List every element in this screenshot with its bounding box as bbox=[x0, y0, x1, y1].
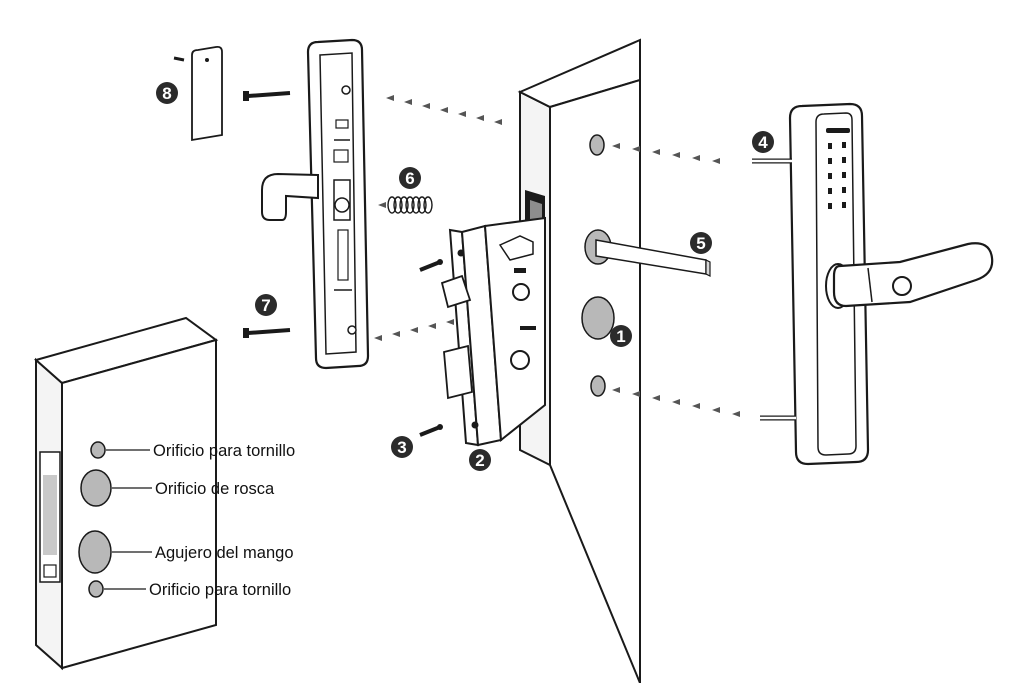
section-threaded-hole bbox=[80, 469, 112, 507]
label-threaded-hole: Orificio de rosca bbox=[155, 480, 275, 498]
outer-lever-handle bbox=[832, 242, 994, 308]
dead-bolt bbox=[443, 344, 473, 400]
door-section-view bbox=[33, 316, 219, 671]
mortise-spindle-hub bbox=[512, 283, 530, 301]
battery-cover bbox=[191, 45, 223, 142]
door-handle-hole bbox=[581, 296, 615, 340]
svg-text:6: 6 bbox=[405, 169, 414, 188]
door-screw-hole-top bbox=[589, 134, 605, 156]
svg-text:3: 3 bbox=[397, 438, 406, 457]
badge-part-2: 2 bbox=[469, 449, 491, 471]
alignment-arrows bbox=[374, 95, 740, 417]
section-screw-hole-top bbox=[90, 441, 106, 459]
badge-part-8: 8 bbox=[156, 82, 178, 104]
label-screw-hole-top: Orificio para tornillo bbox=[153, 442, 295, 460]
badge-part-1: 1 bbox=[610, 325, 632, 347]
long-screw-top bbox=[243, 91, 291, 101]
inner-handle-panel bbox=[261, 38, 370, 370]
svg-text:2: 2 bbox=[475, 451, 484, 470]
badge-part-6: 6 bbox=[399, 167, 421, 189]
latch-bolt bbox=[440, 274, 472, 309]
section-handle-hole bbox=[78, 530, 112, 574]
svg-text:8: 8 bbox=[162, 84, 171, 103]
keypad-grid bbox=[828, 142, 846, 209]
badge-part-7: 7 bbox=[255, 294, 277, 316]
outer-keypad-panel bbox=[788, 102, 994, 466]
badge-part-3: 3 bbox=[391, 436, 413, 458]
section-screw-hole-bottom bbox=[88, 580, 104, 598]
svg-text:5: 5 bbox=[696, 234, 705, 253]
door-screw-hole-bottom bbox=[590, 375, 606, 397]
badge-part-4: 4 bbox=[752, 131, 774, 153]
mortise-lock-body bbox=[440, 216, 546, 447]
label-screw-hole-bottom: Orificio para tornillo bbox=[149, 581, 291, 599]
spindle-bar bbox=[595, 239, 711, 277]
fingerprint-reader bbox=[892, 276, 912, 296]
inner-panel-top-screw-hole bbox=[341, 85, 351, 95]
mortise-screw-lower bbox=[419, 424, 443, 437]
long-screw-bottom bbox=[243, 328, 291, 338]
svg-text:7: 7 bbox=[261, 296, 270, 315]
mortise-screw-upper bbox=[419, 259, 443, 272]
callout-leader-lines bbox=[104, 449, 152, 590]
inner-lever-handle bbox=[261, 172, 319, 221]
spring-coil bbox=[387, 196, 433, 214]
fingerprint-sensor-slot bbox=[826, 128, 850, 133]
mortise-cylinder-hole bbox=[510, 350, 530, 370]
label-handle-hole: Agujero del mango bbox=[155, 544, 294, 562]
badge-part-5: 5 bbox=[690, 232, 712, 254]
svg-text:4: 4 bbox=[758, 133, 768, 152]
svg-text:1: 1 bbox=[616, 327, 625, 346]
cover-small-screw bbox=[173, 56, 185, 62]
